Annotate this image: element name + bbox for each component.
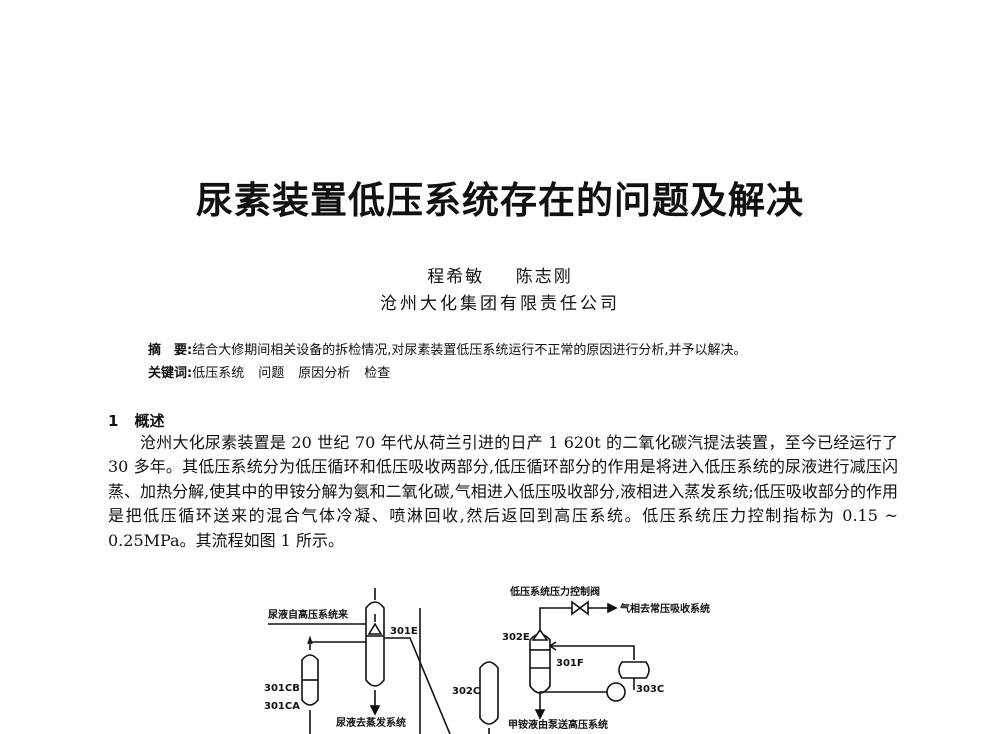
label-301ca: 301CA — [264, 701, 300, 712]
section-number: 1 — [108, 412, 119, 430]
triangle-icon-301e — [367, 622, 383, 635]
arrow-right-icon — [607, 602, 618, 614]
abstract: 摘 要:结合大修期间相关设备的拆检情况,对尿素装置低压系统运行不正常的原因进行分… — [148, 341, 908, 361]
label-302e: 302E — [502, 632, 530, 643]
keyword-4: 检查 — [364, 366, 391, 381]
keyword-3: 原因分析 — [298, 366, 351, 381]
vapour-line — [384, 637, 451, 734]
column-302c — [479, 661, 499, 725]
label-301e: 301E — [390, 626, 418, 637]
triangle-icon-302e — [531, 628, 549, 641]
arrow-down-icon — [369, 705, 381, 716]
label-301f: 301F — [556, 658, 584, 669]
control-valve-icon — [571, 600, 589, 616]
label-valve: 低压系统压力控制阀 — [509, 585, 600, 598]
line-301cb-301e — [309, 641, 366, 650]
label-pump-out: 甲铵液由泵送高压系统 — [508, 718, 608, 731]
recycle-line — [550, 645, 635, 660]
column-301e — [365, 601, 385, 687]
keyword-2: 问题 — [258, 366, 285, 381]
vessel-303c — [618, 661, 650, 679]
affiliation: 沧州大化集团有限责任公司 — [380, 294, 620, 314]
label-to-evap: 尿液去蒸发系统 — [336, 716, 406, 729]
abstract-label: 摘 要: — [148, 343, 193, 358]
process-flow-diagram: 尿液自高压系统来 301E 301CB 301CA 尿液去蒸发系统 302C 3… — [264, 585, 710, 734]
arrow-down-icon — [534, 709, 546, 720]
section-heading: 1 概述 — [108, 410, 164, 431]
label-301cb: 301CB — [264, 683, 300, 694]
section-title: 概述 — [134, 412, 165, 430]
label-gas-out: 气相去常压吸收系统 — [619, 602, 710, 615]
author-1: 程希敏 — [427, 267, 485, 287]
keywords-label: 关键词: — [148, 366, 193, 381]
abstract-text: 结合大修期间相关设备的拆检情况,对尿素装置低压系统运行不正常的原因进行分析,并予… — [192, 343, 747, 358]
pump-icon — [606, 682, 626, 702]
keyword-1: 低压系统 — [192, 366, 245, 381]
keywords: 关键词:低压系统问题原因分析检查 — [148, 364, 908, 384]
authors: 程希敏 陈志刚 — [0, 262, 1000, 287]
page-title: 尿素装置低压系统存在的问题及解决 — [196, 178, 804, 222]
author-2: 陈志刚 — [515, 267, 573, 287]
label-302c: 302C — [452, 686, 480, 697]
vessel-301f — [529, 649, 551, 694]
label-inlet: 尿液自高压系统来 — [268, 608, 349, 621]
label-303c: 303C — [636, 684, 664, 695]
body-paragraph: 沧州大化尿素装置是 20 世纪 70 年代从荷兰引进的日产 1 620t 的二氧… — [108, 433, 898, 550]
